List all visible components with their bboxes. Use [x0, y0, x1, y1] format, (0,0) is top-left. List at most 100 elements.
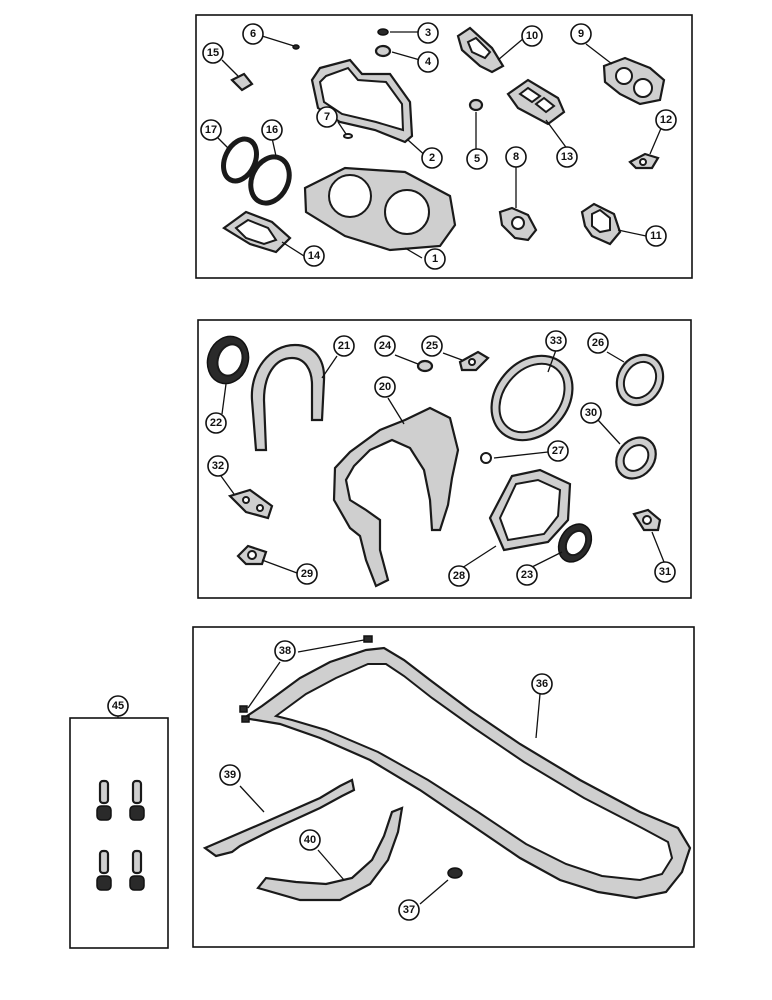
panel-2-leaders: [220, 349, 665, 574]
callout-29: 29: [296, 563, 318, 585]
callout-10: 10: [521, 25, 543, 47]
panel-timing-gaskets: [197, 319, 692, 599]
callout-31: 31: [654, 561, 676, 583]
callout-16: 16: [261, 119, 283, 141]
callout-17: 17: [200, 119, 222, 141]
callout-36: 36: [531, 673, 553, 695]
svg-text:10: 10: [526, 30, 538, 42]
callout-15: 15: [202, 42, 224, 64]
panel-3-leaders: [239, 639, 541, 905]
part-38-seal-top: [363, 635, 373, 643]
callout-40: 40: [299, 829, 321, 851]
callout-2: 2: [421, 147, 443, 169]
svg-text:32: 32: [212, 460, 224, 472]
callout-6: 6: [242, 23, 264, 45]
svg-text:25: 25: [426, 340, 438, 352]
part-1-head-gasket: [303, 166, 457, 252]
callout-24: 24: [374, 335, 396, 357]
callout-20: 20: [374, 376, 396, 398]
svg-text:22: 22: [210, 417, 222, 429]
svg-text:30: 30: [585, 407, 597, 419]
svg-text:28: 28: [453, 570, 465, 582]
callout-37: 37: [398, 899, 420, 921]
part-45-valve-seal-set: [96, 779, 145, 891]
svg-text:9: 9: [578, 28, 584, 40]
callout-38: 38: [274, 640, 296, 662]
callout-4: 4: [417, 51, 439, 73]
callout-9: 9: [570, 23, 592, 45]
svg-text:29: 29: [301, 568, 313, 580]
callout-32: 32: [207, 455, 229, 477]
svg-text:1: 1: [432, 253, 438, 265]
part-9-gasket: [602, 56, 666, 106]
svg-text:6: 6: [250, 28, 256, 40]
part-25-gasket: [458, 350, 490, 372]
svg-text:33: 33: [550, 335, 562, 347]
svg-text:3: 3: [425, 27, 431, 39]
part-7-o-ring: [343, 133, 353, 139]
part-26-gasket: [615, 353, 665, 407]
part-22-oil-seal: [206, 335, 250, 385]
svg-text:21: 21: [338, 340, 350, 352]
callout-25: 25: [421, 335, 443, 357]
svg-text:36: 36: [536, 678, 548, 690]
svg-text:26: 26: [592, 337, 604, 349]
part-30-gasket: [615, 436, 657, 480]
part-15-gasket: [230, 72, 254, 92]
svg-text:27: 27: [552, 445, 564, 457]
part-16-seal-ring: [248, 154, 292, 206]
callout-28: 28: [448, 565, 470, 587]
svg-text:2: 2: [429, 152, 435, 164]
part-24-washer: [416, 359, 434, 373]
part-33-gasket: [490, 354, 574, 442]
callout-8: 8: [505, 146, 527, 168]
part-20-timing-cover-gasket: [332, 406, 460, 588]
part-12-gasket: [628, 152, 660, 170]
svg-text:15: 15: [207, 47, 219, 59]
part-38-seal-left-b: [241, 715, 250, 723]
svg-text:5: 5: [474, 153, 480, 165]
callout-26: 26: [587, 332, 609, 354]
part-6-washer: [292, 44, 300, 50]
callout-21: 21: [333, 335, 355, 357]
callout-22: 22: [205, 412, 227, 434]
svg-text:24: 24: [379, 340, 392, 352]
callout-7: 7: [316, 106, 338, 128]
callout-45: 45: [107, 695, 129, 717]
part-36-oil-pan-gasket: [241, 646, 692, 900]
svg-text:45: 45: [112, 700, 124, 712]
svg-text:4: 4: [425, 56, 432, 68]
callout-12: 12: [655, 109, 677, 131]
callout-23: 23: [516, 564, 538, 586]
part-8-gasket: [498, 206, 538, 242]
svg-text:11: 11: [650, 230, 662, 242]
part-23-oil-seal: [557, 523, 593, 563]
part-40-end-gasket: [256, 806, 404, 902]
svg-text:38: 38: [279, 645, 291, 657]
svg-text:23: 23: [521, 569, 533, 581]
part-39-end-gasket: [202, 778, 356, 858]
svg-text:14: 14: [308, 250, 321, 262]
valve-seal-4: [129, 849, 145, 891]
part-17-seal-ring: [221, 136, 259, 184]
callout-14: 14: [303, 245, 325, 267]
callout-13: 13: [556, 146, 578, 168]
part-4-washer: [374, 44, 392, 58]
svg-text:37: 37: [403, 904, 415, 916]
svg-text:12: 12: [660, 114, 672, 126]
callout-30: 30: [580, 402, 602, 424]
panel-valve-seals: [69, 717, 169, 949]
svg-text:20: 20: [379, 381, 391, 393]
part-10-gasket: [456, 26, 505, 74]
svg-text:7: 7: [324, 111, 330, 123]
callout-27: 27: [547, 440, 569, 462]
part-28-gasket: [488, 468, 572, 552]
part-31-gasket: [632, 508, 662, 532]
panel-1-leaders: [217, 31, 663, 259]
callout-1: 1: [424, 248, 446, 270]
part-29-gasket: [236, 544, 268, 566]
svg-text:16: 16: [266, 124, 278, 136]
callout-3: 3: [417, 22, 439, 44]
callout-11: 11: [645, 225, 667, 247]
part-3-washer: [377, 28, 389, 36]
